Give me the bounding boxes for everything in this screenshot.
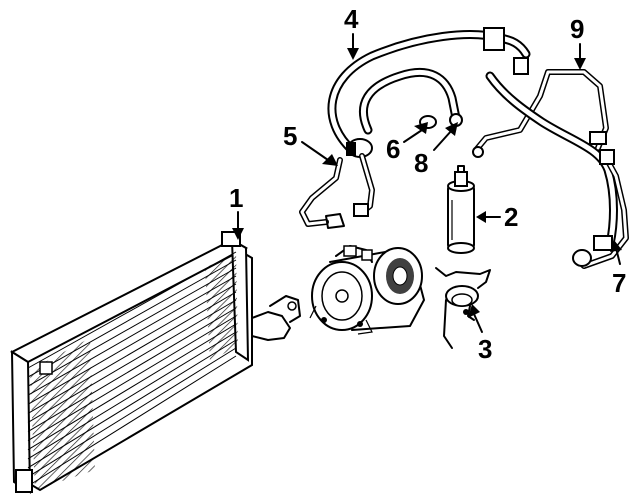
condenser [9,231,253,494]
suction-line [299,153,375,229]
callout-2: 2 [504,202,518,232]
callout-3: 3 [478,334,492,364]
drier-bracket [435,267,491,349]
callout-4: 4 [344,4,359,34]
leader-lines [232,33,622,333]
receiver-drier [447,165,475,254]
callout-1: 1 [229,183,243,213]
callout-7: 7 [612,268,626,298]
compressor [309,245,425,335]
evaporator-line [485,71,629,269]
callout-9: 9 [570,14,584,44]
callout-6: 6 [386,134,400,164]
callout-5: 5 [283,121,297,151]
condenser-tube [27,251,237,369]
callout-8: 8 [414,148,428,178]
condenser-outlet-fitting [251,295,301,341]
liquid-line [472,69,609,158]
